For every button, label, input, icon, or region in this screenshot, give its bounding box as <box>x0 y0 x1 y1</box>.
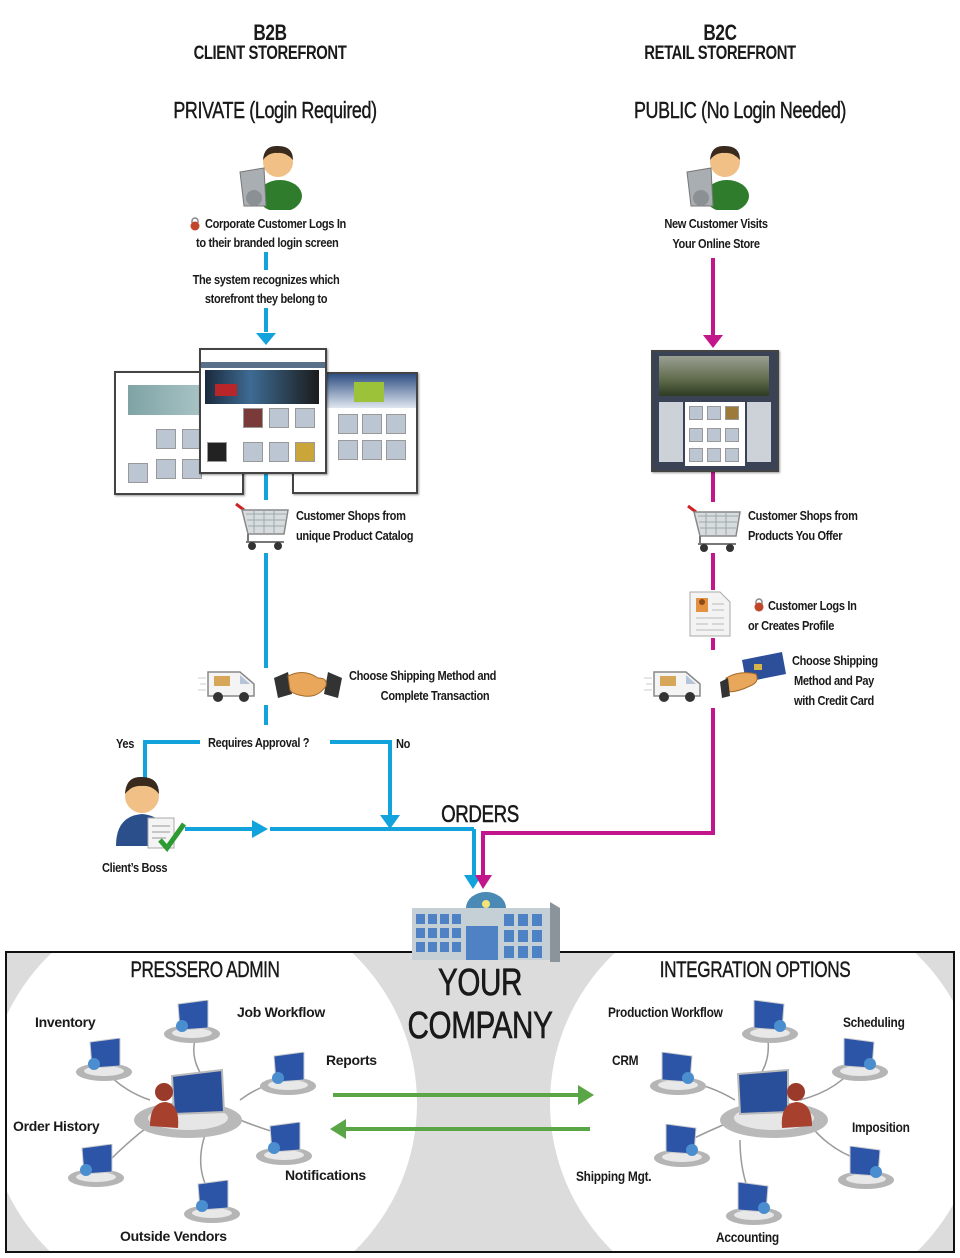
arrowhead-boss-mid <box>252 820 268 838</box>
admin-node-reports: Reports <box>326 1052 377 1068</box>
storefront-preview-center <box>199 348 327 474</box>
b2c-customer-icon <box>686 145 749 210</box>
b2c-shop-text-line1: Customer Shops from <box>748 508 858 523</box>
lock-icon-b2c <box>754 598 764 612</box>
b2c-login-text-line2: or Creates Profile <box>748 618 835 633</box>
integration-node-shipping-icon <box>654 1124 710 1167</box>
integration-node-crm-icon <box>650 1052 706 1095</box>
b2b-delivery-van-icon <box>198 671 255 702</box>
integration-node-scheduling: Scheduling <box>843 1014 905 1030</box>
approval-question: Requires Approval ? <box>208 735 310 750</box>
client-boss-label: Client’s Boss <box>102 860 168 875</box>
admin-title: PRESSERO ADMIN <box>130 957 280 982</box>
b2c-pay-text-line3: with Credit Card <box>794 693 874 708</box>
b2b-flow-line <box>143 252 476 875</box>
integration-node-shipping-mgt: Shipping Mgt. <box>576 1168 652 1184</box>
approval-yes-label: Yes <box>116 736 135 751</box>
approval-no-label: No <box>396 736 411 751</box>
integration-node-accounting: Accounting <box>716 1229 779 1245</box>
admin-node-reports-icon <box>260 1052 316 1095</box>
arrowhead-no-branch <box>380 815 400 829</box>
b2c-flow-line <box>481 258 715 875</box>
b2c-login-text-line1: Customer Logs In <box>768 598 857 613</box>
b2c-pay-text-line2: Method and Pay <box>794 673 874 688</box>
arrowhead-b2c-storefront <box>703 335 723 348</box>
admin-node-inventory: Inventory <box>35 1014 96 1030</box>
integration-node-scheduling-icon <box>832 1038 888 1081</box>
b2c-shop-text-line2: Products You Offer <box>748 528 843 543</box>
b2b-shop-text-line1: Customer Shops from <box>296 508 406 523</box>
b2b-shopping-cart-icon <box>235 502 289 550</box>
b2c-pay-text-line1: Choose Shipping <box>792 653 878 668</box>
b2c-shopping-cart-icon <box>687 504 741 552</box>
admin-node-order-history-icon <box>68 1144 124 1187</box>
admin-node-notifications-icon <box>256 1122 312 1165</box>
admin-node-job-workflow: Job Workflow <box>237 1004 325 1020</box>
company-building-icon <box>412 892 560 962</box>
credit-card-hand-icon <box>720 652 786 698</box>
integration-hub-icon <box>720 1068 828 1138</box>
b2b-storefront-title: CLIENT STOREFRONT <box>193 43 347 64</box>
integration-node-imposition-icon <box>838 1146 894 1189</box>
admin-node-order-history: Order History <box>13 1118 100 1134</box>
b2b-recognize-text-line1: The system recognizes which <box>192 272 340 287</box>
client-boss-icon <box>116 776 187 852</box>
b2b-tier-label: B2B <box>253 20 287 45</box>
integration-node-production-workflow: Production Workflow <box>608 1004 723 1020</box>
b2c-storefront-preview <box>651 350 779 472</box>
b2c-access-label: PUBLIC (No Login Needed) <box>633 97 847 123</box>
company-label: YOUR COMPANY <box>407 962 553 1048</box>
arrowhead-b2c-company <box>475 875 492 889</box>
b2c-delivery-van-icon <box>644 671 701 702</box>
admin-node-outside-vendors-icon <box>184 1180 240 1223</box>
b2b-customer-icon <box>239 145 302 210</box>
b2c-tier-label: B2C <box>703 20 737 45</box>
admin-node-notifications: Notifications <box>285 1167 366 1183</box>
b2c-visit-text-line2: Your Online Store <box>672 236 760 251</box>
b2b-shop-text-line2: unique Product Catalog <box>296 528 414 543</box>
orders-label: ORDERS <box>441 801 520 829</box>
integration-title: INTEGRATION OPTIONS <box>659 957 851 982</box>
integration-node-imposition: Imposition <box>852 1119 910 1135</box>
admin-node-outside-vendors: Outside Vendors <box>120 1228 227 1244</box>
handshake-icon <box>274 672 342 698</box>
b2b-login-text-line2: to their branded login screen <box>196 235 339 250</box>
b2b-recognize-text-line2: storefront they belong to <box>204 291 328 306</box>
admin-node-job-workflow-icon <box>164 1000 220 1043</box>
arrowhead-b2b-storefronts <box>256 333 276 345</box>
b2c-visit-text-line1: New Customer Visits <box>664 216 768 231</box>
integration-node-crm: CRM <box>612 1052 639 1068</box>
profile-form-icon <box>689 591 731 637</box>
b2b-login-text-line1: Corporate Customer Logs In <box>205 216 346 231</box>
b2c-storefront-title: RETAIL STOREFRONT <box>644 43 796 64</box>
b2b-access-label: PRIVATE (Login Required) <box>173 97 377 123</box>
sync-arrows <box>330 1085 594 1139</box>
integration-node-accounting-icon <box>726 1182 782 1225</box>
b2b-shipping-text-line2: Complete Transaction <box>380 688 490 703</box>
b2b-shipping-text-line1: Choose Shipping Method and <box>349 668 497 683</box>
admin-hub-icon <box>134 1068 242 1138</box>
admin-node-inventory-icon <box>76 1038 132 1081</box>
integration-node-production-workflow-icon <box>742 1000 798 1043</box>
lock-icon <box>190 217 200 231</box>
